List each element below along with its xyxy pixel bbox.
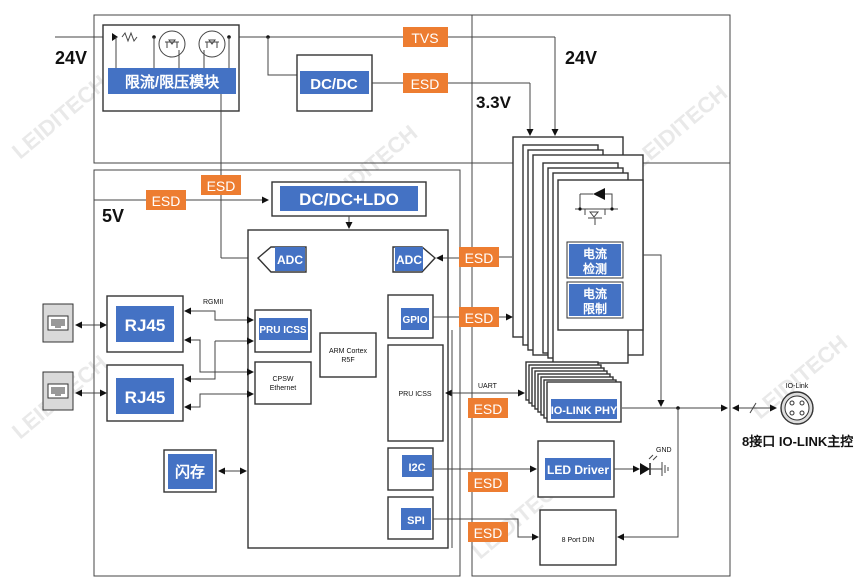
io-link-phy-label: IO-LINK PHY bbox=[551, 405, 618, 417]
adc-right-label: ADC bbox=[396, 253, 422, 267]
cpsw-label: CPSW bbox=[273, 376, 294, 383]
port-channel-stack: 电流 检测 电流 限制 bbox=[512, 136, 644, 364]
gnd-label: GND bbox=[656, 447, 672, 454]
mosfet-icon bbox=[198, 30, 226, 58]
cpsw-ethernet bbox=[254, 361, 312, 405]
voltage-label-3v3: 3.3V bbox=[476, 93, 512, 112]
esd-label: ESD bbox=[152, 193, 181, 209]
rj45-top-label: RJ45 bbox=[125, 316, 166, 335]
io-link-phy-stack: IO-LINK PHY bbox=[525, 361, 622, 423]
diode-icon bbox=[593, 188, 605, 200]
esd-badge bbox=[459, 247, 499, 267]
limiter-label: 限流/限压模块 bbox=[125, 73, 220, 91]
io-frame bbox=[471, 14, 731, 577]
dcdc-ldo-label: DC/DC+LDO bbox=[299, 190, 399, 209]
arm-label: R5F bbox=[341, 357, 354, 364]
current-sense-label: 电流 bbox=[583, 246, 607, 261]
led-icon bbox=[640, 454, 658, 475]
pru-icss-top-label: PRU ICSS bbox=[259, 325, 307, 336]
esd-label: ESD bbox=[474, 525, 503, 541]
mosfet-icon bbox=[158, 30, 186, 58]
adc-left-label: ADC bbox=[277, 253, 303, 267]
io-link-connector-label: IO-Link bbox=[786, 383, 809, 390]
pru-icss-right-label: PRU ICSS bbox=[398, 391, 431, 398]
soc-frame bbox=[93, 169, 461, 577]
rgmii-label: RGMII bbox=[203, 299, 223, 306]
ground-icon bbox=[661, 462, 669, 476]
tvs-badge bbox=[403, 27, 448, 47]
current-sense-label: 检测 bbox=[583, 261, 607, 276]
ethernet-jack-icon bbox=[42, 303, 74, 343]
esd-badge bbox=[468, 522, 508, 542]
current-limit-label: 电流 bbox=[583, 286, 607, 301]
esd-label: ESD bbox=[207, 178, 236, 194]
esd-badge bbox=[201, 175, 241, 195]
esd-label: ESD bbox=[465, 310, 494, 326]
arm-cortex-r5f bbox=[319, 332, 377, 378]
spi-label: SPI bbox=[407, 515, 425, 527]
esd-label: ESD bbox=[474, 401, 503, 417]
esd-badge bbox=[459, 307, 499, 327]
current-limit-label: 限制 bbox=[583, 301, 607, 316]
esd-badge bbox=[403, 73, 448, 93]
i2c-label: I2C bbox=[408, 462, 425, 474]
voltage-label-24v-in: 24V bbox=[55, 48, 87, 68]
esd-badge bbox=[146, 190, 186, 210]
resistor-icon bbox=[121, 31, 138, 43]
flash-label: 闪存 bbox=[175, 463, 205, 481]
dcdc-label: DC/DC bbox=[310, 76, 358, 93]
led-driver-label: LED Driver bbox=[547, 463, 609, 477]
tvs-label: TVS bbox=[411, 30, 438, 46]
rj45-bottom-label: RJ45 bbox=[125, 388, 166, 407]
voltage-label-5v: 5V bbox=[102, 206, 124, 226]
cpsw-label: Ethernet bbox=[270, 385, 297, 392]
io-link-connector-icon bbox=[780, 391, 814, 425]
gpio-label: GPIO bbox=[402, 315, 427, 326]
din-label: 8 Port DIN bbox=[562, 537, 595, 544]
din-8-port bbox=[539, 509, 617, 566]
esd-label: ESD bbox=[465, 250, 494, 266]
limiter-label-bg bbox=[108, 68, 236, 94]
watermark-brand: LEIDITECH bbox=[7, 70, 112, 164]
io-link-master-caption: 8接口 IO-LINK主控 bbox=[742, 434, 853, 449]
esd-label: ESD bbox=[474, 475, 503, 491]
uart-label: UART bbox=[478, 383, 498, 390]
esd-badge bbox=[468, 398, 508, 418]
diode-icon bbox=[112, 33, 118, 41]
esd-badge bbox=[468, 472, 508, 492]
ethernet-jack-icon bbox=[42, 371, 74, 411]
esd-label: ESD bbox=[411, 76, 440, 92]
arm-label: ARM Cortex bbox=[329, 348, 368, 355]
pru-icss-right bbox=[387, 344, 444, 442]
voltage-label-24v-out: 24V bbox=[565, 48, 597, 68]
